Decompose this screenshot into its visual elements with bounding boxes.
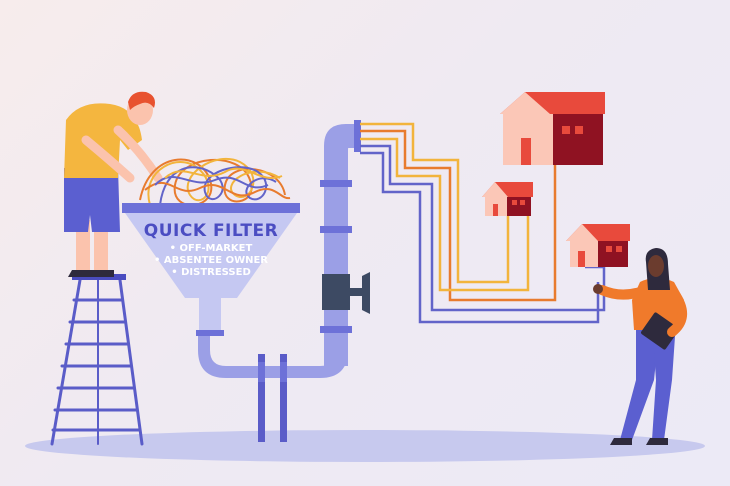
tangled-wires	[139, 158, 291, 207]
ground-shadow	[25, 430, 705, 462]
house-large-icon	[500, 92, 605, 165]
filter-item-distressed: • DISTRESSED	[171, 267, 251, 278]
house-medium-icon	[566, 224, 630, 267]
pipe-system	[196, 120, 361, 442]
house-small-icon	[482, 182, 533, 216]
filter-item-absentee-owner: • ABSENTEE OWNER	[154, 255, 268, 266]
ladder	[50, 278, 144, 446]
filter-title: QUICK FILTER	[144, 221, 278, 241]
man-figure	[64, 91, 163, 277]
filter-funnel	[122, 203, 300, 334]
woman-figure	[593, 248, 687, 445]
filter-item-off-market: • OFF-MARKET	[170, 243, 253, 254]
valve-icon	[322, 272, 370, 314]
output-wires	[360, 122, 606, 324]
